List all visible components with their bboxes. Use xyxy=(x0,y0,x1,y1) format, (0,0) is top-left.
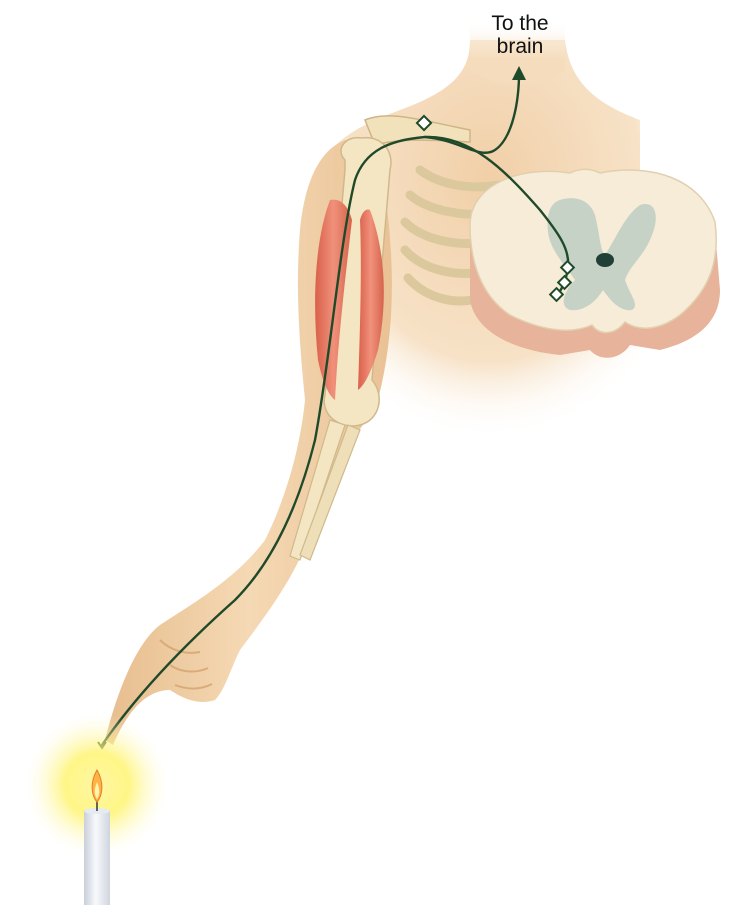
candle-body xyxy=(84,810,110,905)
central-canal xyxy=(596,253,614,267)
label-line-2: brain xyxy=(496,35,544,58)
candle xyxy=(25,713,169,905)
arrow-up-icon xyxy=(512,66,526,80)
radius xyxy=(289,419,346,561)
neck xyxy=(470,20,565,85)
label-line-1: To the xyxy=(491,12,549,35)
ascending-tract xyxy=(423,76,521,154)
synapse-icon xyxy=(556,274,573,291)
synapse-markers xyxy=(415,114,576,303)
sensory-neuron xyxy=(100,135,570,747)
flame-core xyxy=(94,782,100,799)
synapse-icon xyxy=(548,286,565,303)
synapse-icon xyxy=(559,259,576,276)
ulna xyxy=(299,424,361,561)
spinal-cord-section xyxy=(469,168,720,358)
humerus xyxy=(323,136,392,427)
synapse-icon xyxy=(415,114,433,132)
muscle-right xyxy=(358,209,384,390)
to-the-brain-label: To the brain xyxy=(470,12,570,58)
knuckle-lines xyxy=(159,639,213,690)
